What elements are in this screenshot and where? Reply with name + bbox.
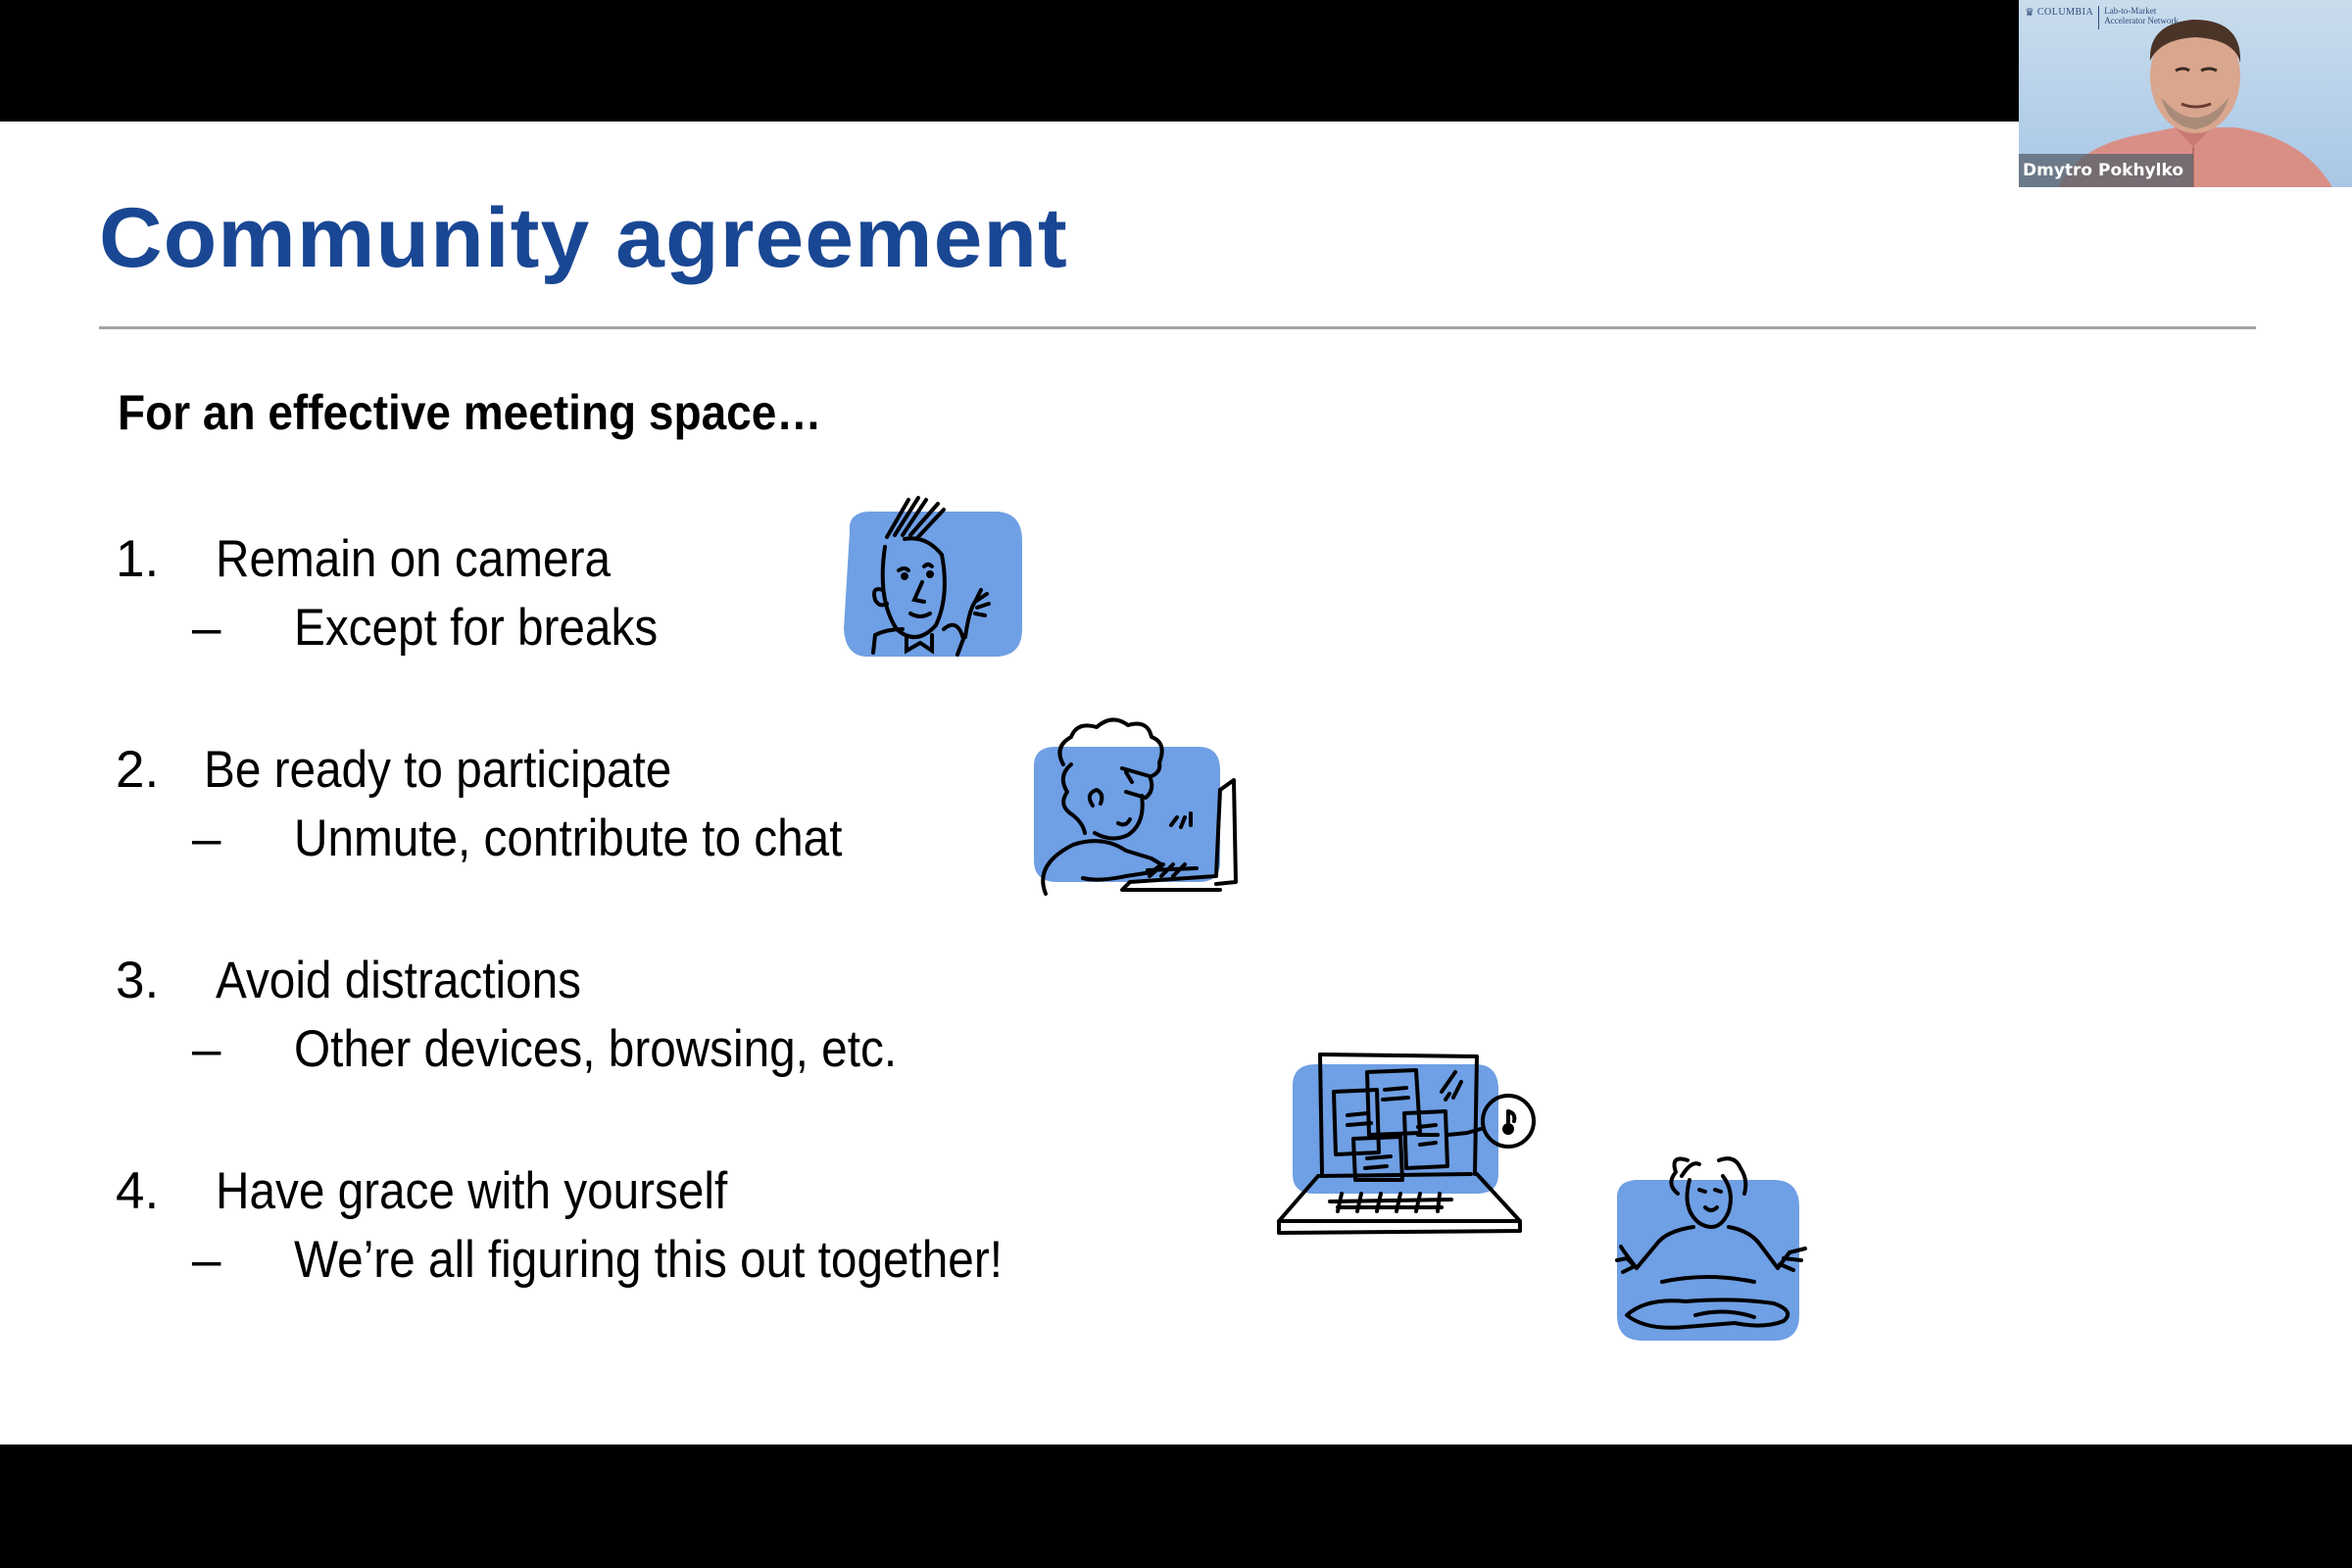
presentation-slide: Community agreement For an effective mee… [0,122,2352,1445]
item-text: Be ready to participate [204,741,672,799]
item-number: 3. [116,952,160,1009]
sub-bullet-dash: – [192,599,221,657]
sub-bullet-dash: – [192,1231,221,1289]
laptop-with-windows-and-music-icon [1269,917,1553,1250]
participant-name-label: Dmytro Pokhylko [2019,154,2193,187]
sub-bullet-dash: – [192,809,221,867]
logo-network-line2: Accelerator Network [2104,16,2179,25]
agreement-item-3: 3. Avoid distractions – Other devices, b… [0,955,1568,1111]
item-text: Avoid distractions [216,952,581,1009]
sub-bullet-dash: – [192,1020,221,1078]
slide-subheading: For an effective meeting space… [118,385,822,440]
slide-title: Community agreement [99,191,1068,285]
item-subtext: Unmute, contribute to chat [294,809,843,867]
item-text: Remain on camera [216,530,611,588]
letterbox-bottom [0,1445,2352,1568]
item-number: 1. [116,530,160,588]
item-number: 4. [116,1162,160,1220]
title-divider [99,326,2256,329]
logo-university: COLUMBIA [2036,7,2094,18]
item-subtext: Except for breaks [294,599,659,657]
participant-video-tile[interactable]: ♛ COLUMBIA Lab-to-Market Accelerator Net… [2019,0,2352,187]
meditating-person-icon [1597,1151,1833,1347]
agreement-item-2: 2. Be ready to participate – Unmute, con… [0,744,1568,901]
logo-separator [2098,6,2100,29]
person-on-camera-waving-icon [828,492,1034,668]
item-subtext: Other devices, browsing, etc. [294,1020,898,1078]
logo-network-line1: Lab-to-Market [2104,6,2157,16]
crown-icon: ♛ [2025,7,2034,19]
item-text: Have grace with yourself [216,1162,728,1220]
letterbox-top [0,0,2352,122]
agreement-item-1: 1. Remain on camera – Except for breaks [0,533,1568,690]
item-subtext: We’re all figuring this out together! [294,1231,1003,1289]
background-logo: ♛ COLUMBIA Lab-to-Market Accelerator Net… [2025,6,2179,29]
logo-network: Lab-to-Market Accelerator Network [2104,6,2179,25]
item-number: 2. [116,741,160,799]
person-typing-on-laptop-icon [1024,708,1259,904]
agreement-item-4: 4. Have grace with yourself – We’re all … [0,1165,1568,1322]
